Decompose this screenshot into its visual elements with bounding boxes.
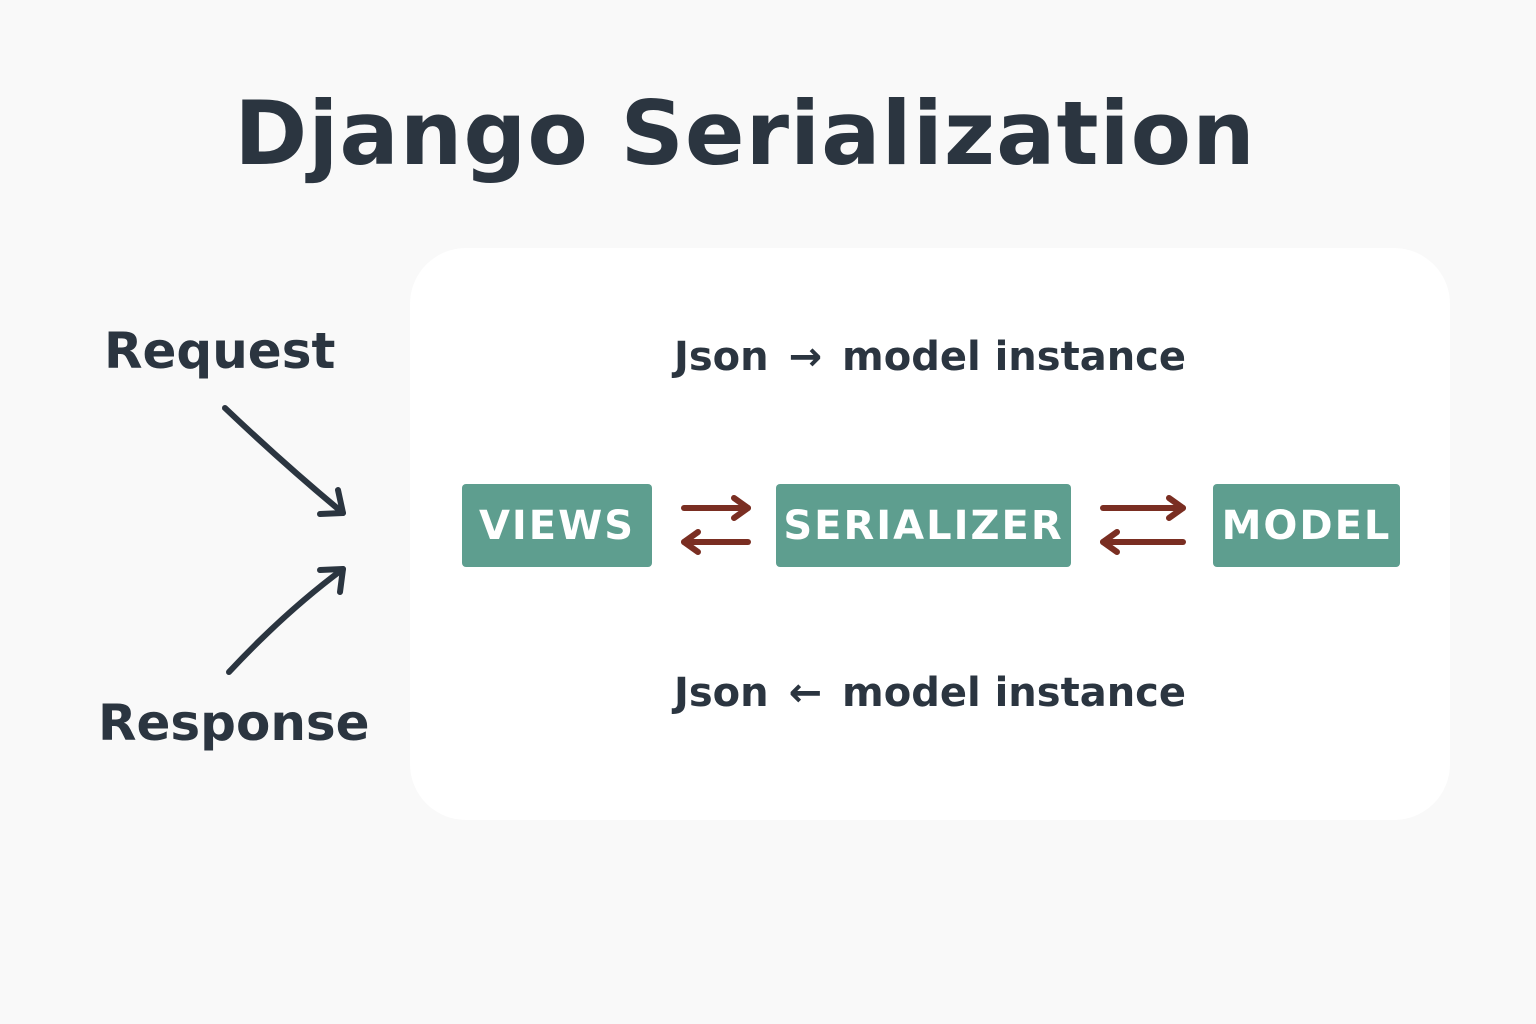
response-label: Response: [98, 694, 370, 752]
model-box: MODEL: [1213, 484, 1400, 567]
right-arrow-icon: →: [788, 334, 823, 380]
flow-json-to-model: Json → model instance: [410, 334, 1450, 380]
response-arrow-icon: [226, 566, 346, 675]
flow-model-to-json: Json ← model instance: [410, 670, 1450, 716]
flow-top-to: model instance: [842, 334, 1187, 380]
serializer-box: SERIALIZER: [776, 484, 1071, 567]
request-label: Request: [104, 322, 336, 380]
left-arrow-icon: ←: [788, 670, 823, 716]
flow-bottom-to: model instance: [842, 670, 1187, 716]
flow-top-from: Json: [673, 334, 769, 380]
views-box: VIEWS: [462, 484, 652, 567]
page-title: Django Serialization: [234, 82, 1256, 185]
request-arrow-icon: [222, 405, 346, 517]
flow-bottom-from: Json: [673, 670, 769, 716]
